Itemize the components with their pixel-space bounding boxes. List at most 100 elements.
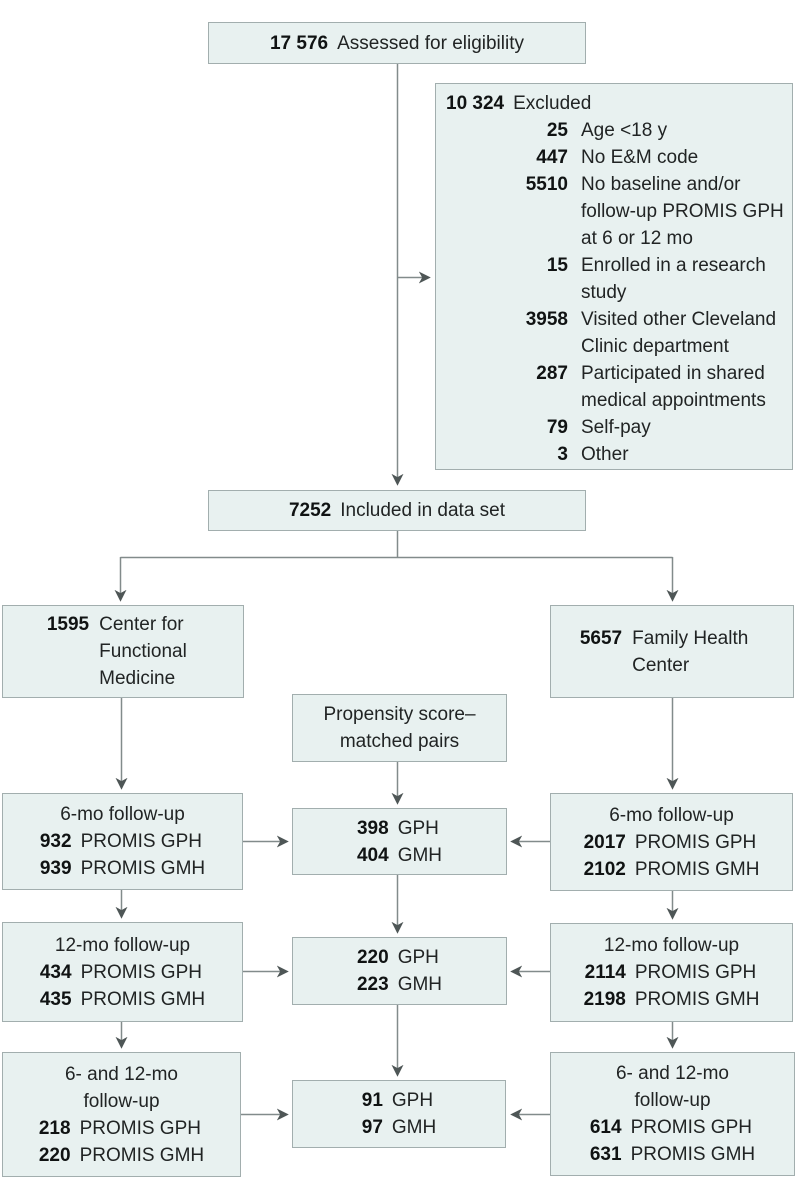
eligibility-count: 17 576 [269, 32, 329, 54]
matched-12mo-box: 220 GPH 223 GMH [292, 937, 507, 1005]
stat-label: PROMIS GMH [80, 858, 206, 879]
included-label: Included in data set [340, 500, 506, 521]
excluded-item-count: 3958 [525, 309, 568, 330]
excluded-item-count: 79 [546, 417, 568, 438]
excluded-item-count: 3 [557, 444, 568, 465]
excluded-item-count: 447 [536, 147, 568, 168]
stat-value: 2114 [584, 962, 626, 983]
stat-value: 435 [39, 988, 72, 1010]
cfm-12mo-box: 12-mo follow-up 434 PROMIS GPH 435 PROMI… [2, 922, 243, 1022]
excluded-item-label: Enrolled in a research study [581, 255, 766, 303]
stat-label: GMH [391, 1117, 437, 1138]
stat-label: PROMIS GPH [630, 1117, 752, 1138]
propensity-box: Propensity score–matched pairs [292, 694, 507, 762]
excluded-item: 25 Age <18 y [446, 117, 784, 144]
stat-label: GPH [397, 817, 439, 839]
fhc-box: 5657 Family Health Center [550, 605, 794, 698]
cfm-6mo-stats: 932 PROMIS GPH 939 PROMIS GMH [3, 828, 242, 882]
stat-value: 434 [39, 961, 72, 983]
fhc-12mo-title: 12-mo follow-up [603, 935, 740, 956]
matched-6-12mo-stats: 91 GPH 97 GMH [293, 1087, 505, 1141]
cfm-label: Center for Functional Medicine [99, 614, 187, 689]
included-box: 7252 Included in data set [208, 490, 586, 531]
stat-label: GMH [397, 844, 443, 866]
excluded-item-count: 5510 [525, 174, 568, 195]
stat-value: 939 [39, 858, 72, 879]
cfm-count: 1595 [46, 614, 90, 635]
excluded-item-label: Self-pay [581, 417, 651, 438]
fhc-6mo-box: 6-mo follow-up 2017 PROMIS GPH 2102 PROM… [550, 793, 793, 891]
excluded-item: 447 No E&M code [446, 144, 784, 171]
excluded-item-label: Participated in shared medical appointme… [581, 363, 766, 411]
stat-value: 218 [38, 1117, 71, 1139]
stat-value: 2017 [583, 831, 626, 853]
propensity-label: Propensity score–matched pairs [323, 704, 476, 752]
stat-label: PROMIS GPH [634, 831, 757, 853]
excluded-item-label: No baseline and/or follow-up PROMIS GPH … [581, 174, 784, 249]
excluded-item: 79 Self-pay [446, 414, 784, 441]
excluded-item-count: 15 [546, 255, 568, 276]
stat-label: PROMIS GMH [634, 989, 760, 1010]
stat-value: 2102 [583, 858, 626, 880]
eligibility-label: Assessed for eligibility [337, 32, 525, 54]
excluded-item: 5510 No baseline and/or follow-up PROMIS… [446, 171, 784, 252]
fhc-12mo-stats: 2114 PROMIS GPH 2198 PROMIS GMH [551, 959, 792, 1013]
excluded-item: 287 Participated in shared medical appoi… [446, 360, 784, 414]
cfm-6-12mo-box: 6- and 12-mo follow-up 218 PROMIS GPH 22… [2, 1052, 241, 1177]
excluded-item-label: Visited other Cleveland Clinic departmen… [581, 309, 777, 357]
excluded-item-label: Age <18 y [581, 120, 668, 141]
excluded-item-count: 25 [546, 120, 568, 141]
stat-value: 2198 [583, 989, 626, 1010]
excluded-box: 10 324 Excluded 25 Age <18 y 447 No E&M … [435, 83, 793, 470]
stat-value: 220 [356, 947, 389, 968]
fhc-6mo-stats: 2017 PROMIS GPH 2102 PROMIS GMH [551, 829, 792, 883]
stat-label: PROMIS GPH [79, 1117, 201, 1139]
fhc-label: Family Health Center [632, 627, 749, 676]
cfm-6mo-title: 6-mo follow-up [60, 804, 185, 825]
stat-label: GPH [397, 947, 439, 968]
cfm-6-12mo-title: 6- and 12-mo follow-up [64, 1063, 178, 1112]
stat-label: PROMIS GMH [634, 858, 760, 880]
stat-label: PROMIS GPH [80, 961, 202, 983]
excluded-item: 15 Enrolled in a research study [446, 252, 784, 306]
fhc-6-12mo-box: 6- and 12-mo follow-up 614 PROMIS GPH 63… [550, 1052, 795, 1176]
excluded-header: 10 324 Excluded [446, 90, 784, 117]
line-included-split [120, 531, 673, 559]
stat-label: PROMIS GMH [630, 1144, 756, 1165]
cfm-6-12mo-stats: 218 PROMIS GPH 220 PROMIS GMH [3, 1115, 240, 1169]
excluded-label: Excluded [513, 93, 592, 114]
excluded-count: 10 324 [446, 93, 505, 114]
matched-12mo-stats: 220 GPH 223 GMH [293, 944, 506, 998]
excluded-item-label: Other [581, 444, 629, 465]
excluded-item: 3958 Visited other Cleveland Clinic depa… [446, 306, 784, 360]
cfm-content: 1595 Center for Functional Medicine [47, 611, 199, 692]
stat-label: PROMIS GPH [80, 831, 202, 852]
fhc-content: 5657 Family Health Center [580, 625, 764, 679]
cfm-6mo-box: 6-mo follow-up 932 PROMIS GPH 939 PROMIS… [2, 793, 243, 890]
stat-value: 614 [589, 1117, 622, 1138]
stat-value: 404 [356, 844, 389, 866]
cfm-12mo-stats: 434 PROMIS GPH 435 PROMIS GMH [3, 959, 242, 1013]
stat-value: 932 [39, 831, 72, 852]
excluded-item: 3 Other [446, 441, 784, 468]
fhc-6-12mo-title: 6- and 12-mo follow-up [615, 1063, 729, 1111]
stat-value: 631 [589, 1144, 622, 1165]
eligibility-box: 17 576 Assessed for eligibility [208, 22, 586, 64]
stat-value: 220 [38, 1144, 71, 1166]
matched-6-12mo-box: 91 GPH 97 GMH [292, 1080, 506, 1148]
fhc-count: 5657 [579, 627, 623, 649]
matched-6mo-stats: 398 GPH 404 GMH [293, 815, 506, 869]
cfm-12mo-title: 12-mo follow-up [54, 934, 191, 956]
excluded-item-label: No E&M code [581, 147, 699, 168]
matched-6mo-box: 398 GPH 404 GMH [292, 808, 507, 875]
stat-label: PROMIS GPH [634, 962, 757, 983]
cfm-box: 1595 Center for Functional Medicine [2, 605, 244, 698]
fhc-6-12mo-stats: 614 PROMIS GPH 631 PROMIS GMH [551, 1114, 794, 1168]
stat-label: GMH [397, 974, 443, 995]
stat-value: 91 [361, 1090, 383, 1111]
fhc-12mo-box: 12-mo follow-up 2114 PROMIS GPH 2198 PRO… [550, 923, 793, 1022]
included-count: 7252 [288, 500, 332, 521]
stat-label: PROMIS GMH [80, 988, 206, 1010]
